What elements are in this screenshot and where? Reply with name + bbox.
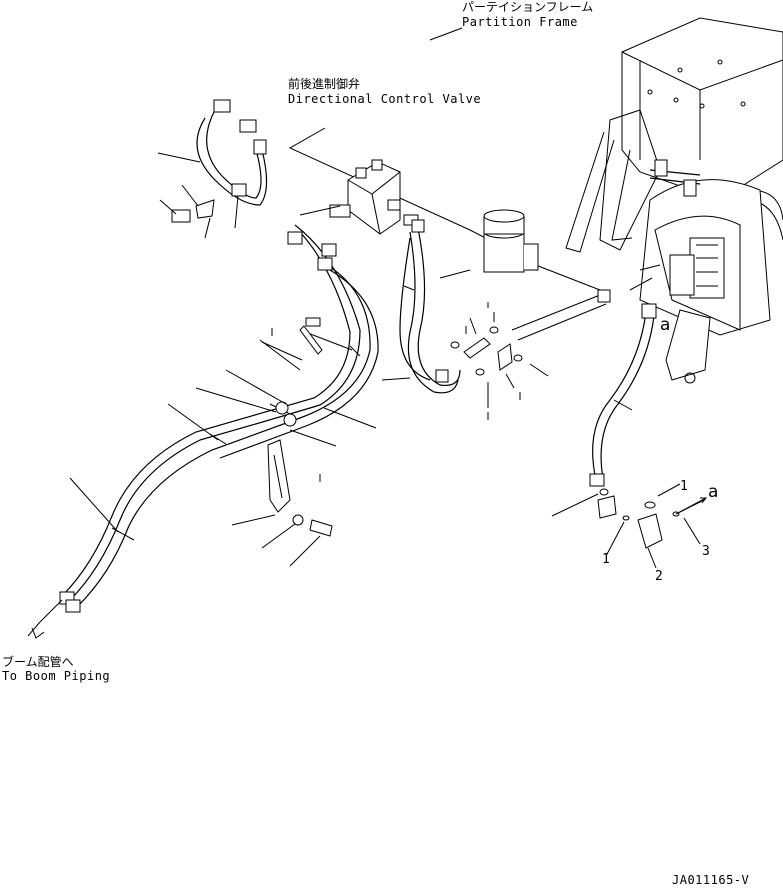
adaptor-group: [551, 483, 708, 569]
callout-1-bottom: 1: [602, 552, 610, 567]
boom-piping-jp-label: ブーム配管へ: [2, 654, 74, 669]
directional-control-valve: [299, 159, 419, 235]
fittings-row: [450, 289, 611, 408]
partition-frame: [565, 17, 783, 253]
partition-frame-jp-label: パーテイションフレーム: [462, 0, 593, 14]
line-filter: [483, 209, 539, 273]
right-pressure-hose: [589, 303, 657, 487]
center-hose-pair: [381, 219, 471, 394]
partition-frame-en-label: Partition Frame: [462, 15, 578, 29]
callout-1-top: 1: [680, 479, 688, 494]
directional-valve-jp-label: 前後進制御弁: [288, 76, 360, 91]
pump-block: [629, 159, 771, 384]
short-hose-assembly: [157, 99, 268, 239]
partition-frame-leader: [429, 27, 463, 41]
directional-valve-en-label: Directional Control Valve: [288, 92, 481, 106]
boom-piping-en-label: To Boom Piping: [2, 669, 110, 683]
callout-2: 2: [655, 569, 663, 584]
callout-3: 3: [702, 544, 710, 559]
boom-hose-bundle: [27, 224, 379, 639]
callout-a-pump: a: [660, 315, 670, 335]
callout-a-right: a: [708, 482, 718, 502]
drawing-id: JA011165-V: [672, 873, 749, 887]
hose-bracket: [231, 317, 333, 567]
